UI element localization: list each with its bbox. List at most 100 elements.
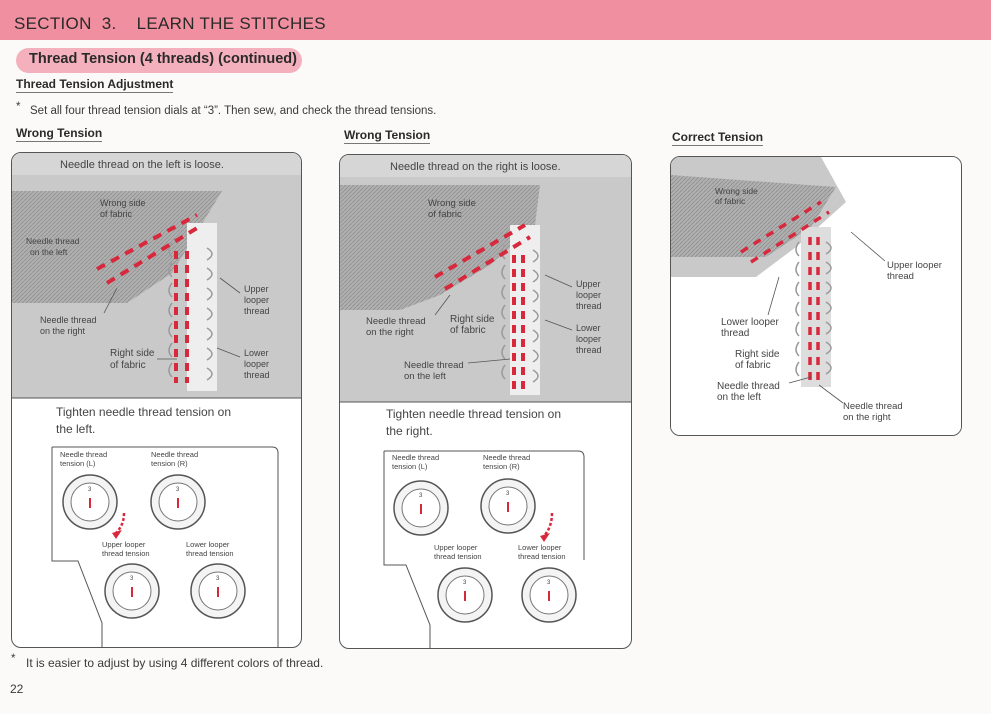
middle-upper-looper-label: Upper bbox=[576, 279, 601, 289]
svg-text:thread: thread bbox=[244, 370, 270, 380]
svg-text:tension (R): tension (R) bbox=[483, 462, 520, 471]
middle-dial-lower-label: Lower looper bbox=[518, 543, 562, 552]
wrong-tension-heading-middle: Wrong Tension bbox=[344, 128, 431, 144]
svg-text:3: 3 bbox=[130, 576, 134, 582]
wrong-side-fabric bbox=[12, 191, 222, 303]
subtitle: Thread Tension (4 threads) (continued) bbox=[29, 51, 297, 67]
needle-thread-marks bbox=[740, 200, 830, 382]
left-upper-looper-label: Upper bbox=[244, 284, 269, 294]
dial-needle-l[interactable]: 3 bbox=[393, 480, 449, 536]
right-side-fabric bbox=[187, 223, 217, 391]
left-instruction: Tighten needle thread tension on bbox=[56, 405, 231, 419]
dial-needle-l[interactable]: 3 bbox=[62, 474, 118, 530]
svg-text:on the right: on the right bbox=[40, 326, 86, 336]
middle-dial-needle-l-label: Needle thread bbox=[392, 453, 439, 462]
svg-text:thread: thread bbox=[244, 306, 270, 316]
svg-text:3: 3 bbox=[547, 580, 551, 586]
svg-text:of fabric: of fabric bbox=[715, 196, 746, 206]
correct-tension-panel: Wrong side of fabric Upper looper thread… bbox=[670, 156, 962, 436]
middle-panel-illustration: Needle thread on the right is loose. Wro… bbox=[340, 155, 631, 648]
left-caption: Needle thread on the left is loose. bbox=[60, 159, 224, 171]
wrong-side-fabric bbox=[671, 175, 836, 257]
subtitle-pill bbox=[16, 48, 302, 73]
dial-needle-r[interactable]: 3 bbox=[480, 478, 536, 534]
intro-text: Set all four thread tension dials at “3”… bbox=[30, 105, 437, 117]
right-side-fabric bbox=[510, 225, 540, 395]
left-dial-upper-label: Upper looper bbox=[102, 540, 146, 549]
dial-needle-r[interactable]: 3 bbox=[150, 474, 206, 530]
footnote-bullet: * bbox=[11, 653, 16, 665]
svg-text:on the left: on the left bbox=[30, 247, 68, 257]
middle-dial-needle-r-label: Needle thread bbox=[483, 453, 530, 462]
svg-text:of fabric: of fabric bbox=[428, 209, 462, 220]
needle-thread-marks bbox=[96, 213, 204, 383]
adjustment-heading: Thread Tension Adjustment bbox=[16, 77, 174, 93]
svg-text:of fabric: of fabric bbox=[450, 325, 486, 336]
correct-right-side-label: Right side bbox=[735, 349, 780, 360]
left-needle-left-label: Needle thread bbox=[26, 236, 80, 246]
section-header-bar bbox=[0, 0, 991, 40]
left-wrong-side-label: Wrong side bbox=[100, 198, 145, 208]
svg-text:tension (L): tension (L) bbox=[60, 459, 96, 468]
svg-text:on the left: on the left bbox=[717, 392, 761, 403]
svg-text:the right.: the right. bbox=[386, 424, 433, 438]
svg-text:thread tension: thread tension bbox=[102, 549, 150, 558]
wrong-tension-heading-left: Wrong Tension bbox=[16, 126, 103, 142]
left-needle-right-label: Needle thread bbox=[40, 315, 97, 325]
svg-text:3: 3 bbox=[506, 491, 510, 497]
svg-text:3: 3 bbox=[88, 487, 92, 493]
left-dial-lower-label: Lower looper bbox=[186, 540, 230, 549]
correct-upper-looper-label: Upper looper bbox=[887, 260, 942, 271]
svg-text:3: 3 bbox=[216, 576, 220, 582]
svg-text:on the left: on the left bbox=[404, 371, 446, 382]
svg-text:thread tension: thread tension bbox=[434, 552, 482, 561]
left-tension-panel: Needle thread on the left is loose. Wron… bbox=[11, 152, 302, 648]
turn-arrow bbox=[115, 512, 126, 534]
needle-thread-marks bbox=[433, 223, 532, 390]
svg-text:thread: thread bbox=[721, 328, 749, 339]
svg-text:of fabric: of fabric bbox=[735, 360, 771, 371]
svg-text:the left.: the left. bbox=[56, 422, 95, 436]
left-dial-needle-l-label: Needle thread bbox=[60, 450, 107, 459]
left-dial-box bbox=[51, 446, 279, 647]
svg-text:of fabric: of fabric bbox=[110, 360, 146, 371]
left-right-side-label: Right side bbox=[110, 348, 155, 359]
correct-tension-heading: Correct Tension bbox=[672, 130, 764, 146]
correct-lower-looper-label: Lower looper bbox=[721, 317, 779, 328]
left-lower-looper-label: Lower bbox=[244, 348, 269, 358]
svg-text:3: 3 bbox=[419, 493, 423, 499]
middle-dial-upper-label: Upper looper bbox=[434, 543, 478, 552]
svg-text:on the right: on the right bbox=[843, 412, 891, 423]
middle-instruction: Tighten needle thread tension on bbox=[386, 407, 561, 421]
wrong-side-fabric bbox=[340, 185, 540, 310]
svg-text:tension (R): tension (R) bbox=[151, 459, 188, 468]
left-dial-needle-r-label: Needle thread bbox=[151, 450, 198, 459]
svg-text:looper: looper bbox=[576, 290, 601, 300]
dial-upper-looper[interactable]: 3 bbox=[437, 567, 493, 623]
svg-text:thread tension: thread tension bbox=[518, 552, 566, 561]
middle-needle-left-label: Needle thread bbox=[404, 360, 464, 371]
svg-text:thread tension: thread tension bbox=[186, 549, 234, 558]
svg-text:looper: looper bbox=[244, 295, 269, 305]
correct-needle-left-label: Needle thread bbox=[717, 381, 780, 392]
svg-text:looper: looper bbox=[576, 334, 601, 344]
middle-tension-panel: Needle thread on the right is loose. Wro… bbox=[339, 154, 632, 649]
svg-text:of fabric: of fabric bbox=[100, 209, 133, 219]
svg-text:3: 3 bbox=[463, 580, 467, 586]
turn-arrow bbox=[543, 512, 554, 537]
section-title: SECTION 3. LEARN THE STITCHES bbox=[14, 14, 326, 33]
svg-text:thread: thread bbox=[576, 345, 602, 355]
middle-needle-right-label: Needle thread bbox=[366, 316, 426, 327]
middle-right-side-label: Right side bbox=[450, 314, 495, 325]
dial-upper-looper[interactable]: 3 bbox=[104, 563, 160, 619]
intro-bullet: * bbox=[16, 101, 21, 113]
correct-panel-illustration: Wrong side of fabric Upper looper thread… bbox=[671, 157, 961, 435]
middle-wrong-side-label: Wrong side bbox=[428, 198, 476, 209]
svg-text:looper: looper bbox=[244, 359, 269, 369]
svg-text:thread: thread bbox=[887, 271, 914, 282]
svg-text:tension (L): tension (L) bbox=[392, 462, 428, 471]
dial-lower-looper[interactable]: 3 bbox=[521, 567, 577, 623]
dial-lower-looper[interactable]: 3 bbox=[190, 563, 246, 619]
svg-text:thread: thread bbox=[576, 301, 602, 311]
middle-caption: Needle thread on the right is loose. bbox=[390, 161, 561, 173]
